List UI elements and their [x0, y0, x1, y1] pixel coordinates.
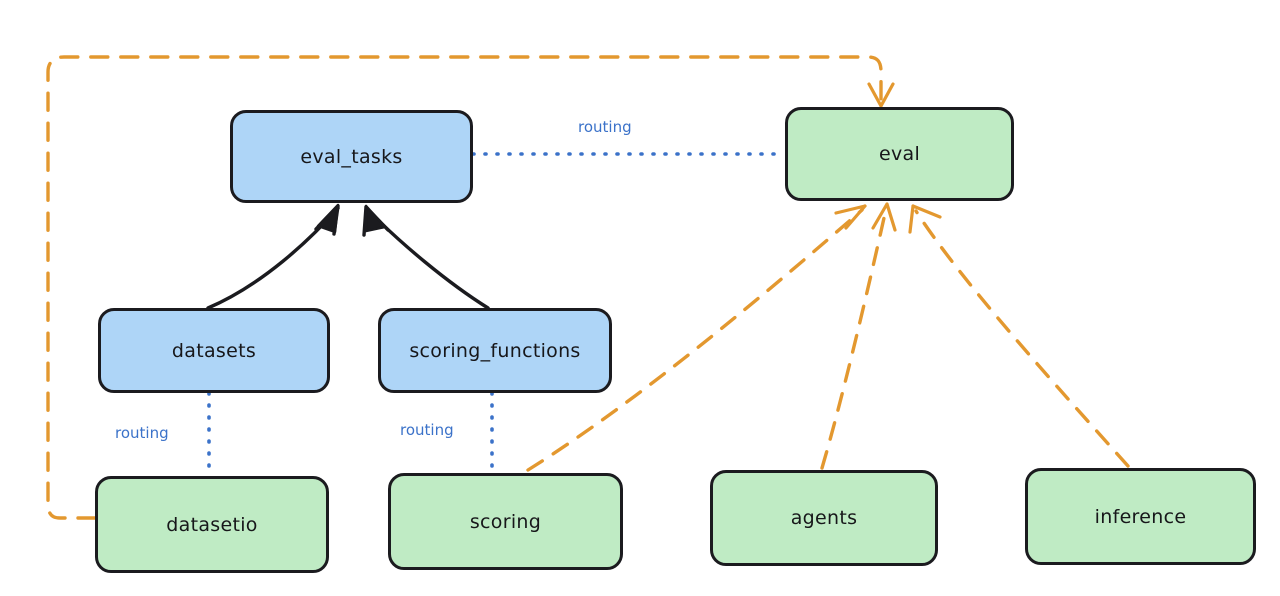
node-scoring-functions-label: scoring_functions [409, 339, 581, 362]
node-agents-label: agents [790, 507, 858, 529]
node-inference-label: inference [1094, 505, 1187, 528]
node-eval-label: eval [878, 143, 921, 165]
node-datasets[interactable]: datasets [98, 308, 330, 393]
node-eval-tasks[interactable]: eval_tasks [230, 110, 473, 203]
node-datasetio-label: datasetio [166, 513, 258, 536]
node-inference[interactable]: inference [1025, 468, 1256, 565]
node-agents[interactable]: agents [710, 470, 938, 566]
edge-label-routing-scoring-functions-scoring: routing [400, 421, 454, 439]
edge-label-routing-datasets-datasetio: routing [115, 424, 169, 442]
edge-agents-to-eval-dependency [820, 202, 897, 470]
node-scoring-functions[interactable]: scoring_functions [378, 308, 612, 393]
edge-datasets-to-eval-tasks [206, 203, 340, 310]
node-scoring[interactable]: scoring [388, 473, 623, 570]
edge-label-routing-eval-tasks-eval: routing [578, 118, 632, 136]
node-scoring-label: scoring [469, 510, 542, 533]
node-eval[interactable]: eval [785, 107, 1014, 201]
edge-scoring-functions-to-eval-tasks [362, 204, 490, 310]
node-datasetio[interactable]: datasetio [95, 476, 329, 573]
node-eval-tasks-label: eval_tasks [300, 145, 403, 168]
node-datasets-label: datasets [171, 339, 257, 362]
edge-inference-to-eval-dependency [908, 204, 1130, 468]
